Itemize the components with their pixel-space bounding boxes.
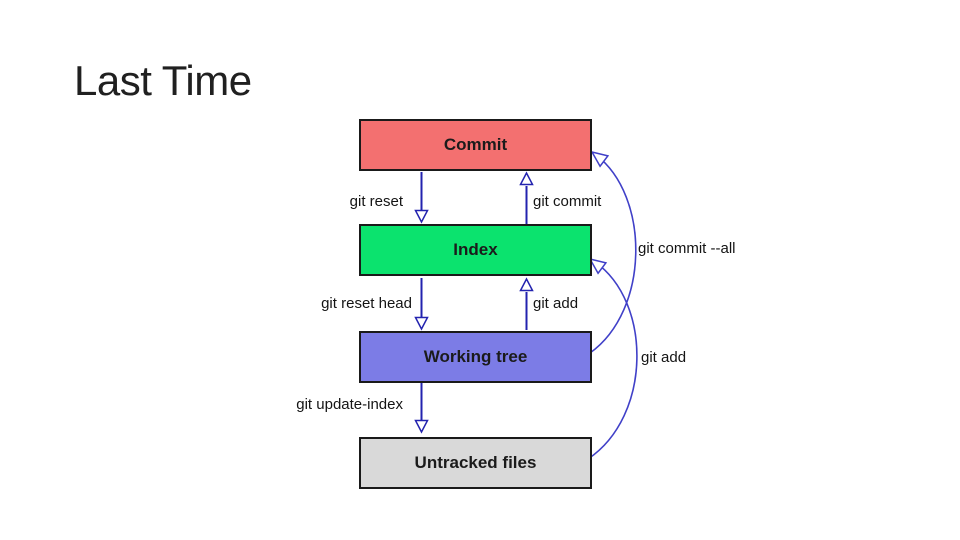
- box-index: Index: [359, 224, 592, 276]
- edge-label-git-add-outer: git add: [641, 349, 687, 366]
- slide-title: Last Time: [74, 57, 252, 104]
- arrowhead-down-icon: [414, 209, 429, 224]
- arrowhead-up-icon: [519, 171, 534, 186]
- arrow-git-add-inner: [519, 277, 534, 330]
- edge-label-git-commit-all: git commit --all: [638, 240, 736, 257]
- arrow-git-add-outer: [587, 257, 638, 460]
- edge-label-git-add: git add: [533, 295, 579, 312]
- edge-label-git-reset-head: git reset head: [321, 295, 412, 312]
- arrow-git-reset: [414, 172, 429, 224]
- box-working-tree: Working tree: [359, 331, 592, 383]
- box-untracked-files-label: Untracked files: [414, 453, 537, 472]
- arrowhead-down-icon: [414, 316, 429, 331]
- arrow-git-update-index: [414, 383, 429, 434]
- box-commit: Commit: [359, 119, 592, 171]
- box-untracked-files: Untracked files: [359, 437, 592, 489]
- box-commit-label: Commit: [443, 135, 508, 154]
- box-working-tree-label: Working tree: [423, 347, 528, 366]
- edge-label-git-update-index: git update-index: [296, 396, 403, 413]
- arrow-git-reset-head: [414, 278, 429, 331]
- arrow-git-commit: [519, 171, 534, 224]
- box-index-label: Index: [453, 240, 498, 259]
- arrow-git-commit-all: [589, 150, 637, 354]
- edge-label-git-commit: git commit: [533, 193, 602, 210]
- arrowhead-down-icon: [414, 419, 429, 434]
- arrowhead-up-icon: [519, 277, 534, 292]
- edge-label-git-reset: git reset: [349, 193, 403, 210]
